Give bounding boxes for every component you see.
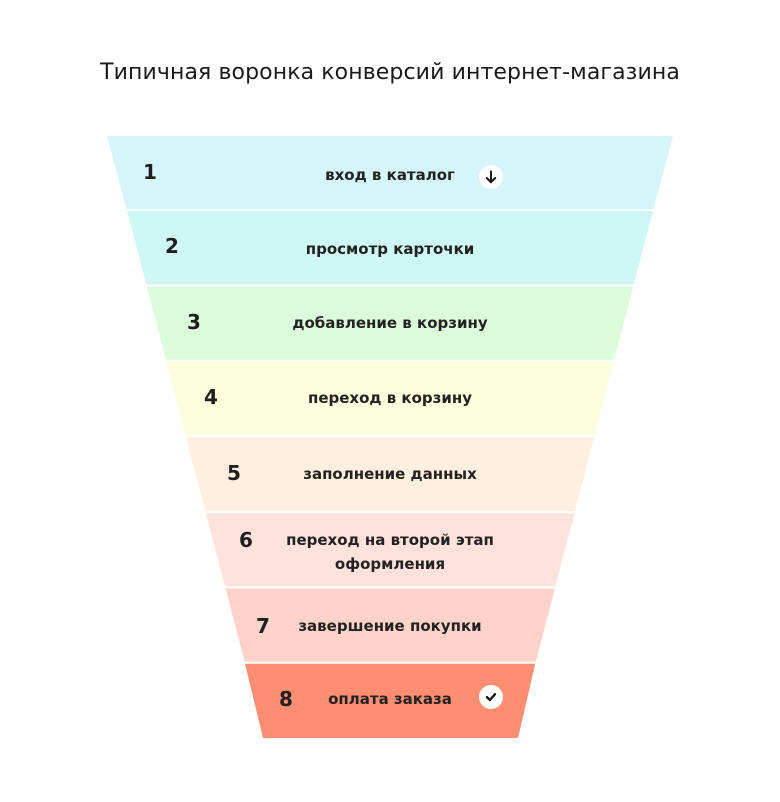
stage-7-label: завершение покупки [298,617,482,635]
stage-6-label-line-2: оформления [334,555,446,573]
stage-5-label: заполнение данных [303,465,477,483]
funnel-band-6 [205,513,575,587]
stage-7-number: 7 [256,614,270,638]
funnel-band-2 [127,211,653,285]
stage-5-number: 5 [227,461,241,485]
stage-2-number: 2 [165,234,179,258]
stage-3-number: 3 [187,310,201,334]
stage-6-number: 6 [239,528,253,552]
stage-3-label: добавление в корзину [292,314,488,332]
stage-8-number: 8 [279,687,293,711]
stage-1-number: 1 [143,160,157,184]
funnel-band-8 [245,663,536,738]
funnel-band-4 [166,361,614,435]
funnel-band-5 [186,437,594,512]
stage-4-label: переход в корзину [307,389,473,407]
stage-6-label-line-1: переход на второй этап [286,531,494,549]
stage-2-label: просмотр карточки [305,240,475,258]
stage-1-label: вход в каталог [325,166,455,184]
stage-1-arrow-badge [479,165,503,189]
stage-8-check-badge [479,685,503,709]
stage-4-number: 4 [204,385,218,409]
funnel-band-1 [107,136,673,209]
funnel-band-3 [146,286,634,360]
check-icon [485,693,497,702]
arrow-down-icon [485,170,497,184]
funnel-band-7 [225,588,555,662]
page-title: Типичная воронка конверсий интернет-мага… [100,60,680,85]
stage-8-label: оплата заказа [328,690,452,708]
stage-6-label: переход на второй этап оформления [270,528,510,576]
